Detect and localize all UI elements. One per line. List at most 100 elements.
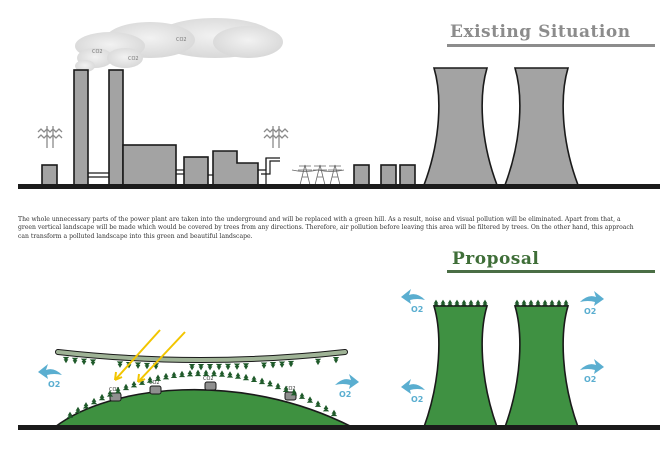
tree — [117, 361, 123, 367]
shed-1 — [354, 165, 369, 185]
tree — [482, 300, 488, 306]
ground-line-existing — [18, 184, 660, 189]
tree — [556, 300, 562, 306]
cooling-tower-2 — [505, 68, 578, 185]
title-existing-situation: Existing Situation — [450, 22, 631, 42]
oxygen-arrow: O2 — [401, 289, 425, 314]
small-building — [42, 165, 57, 185]
factory-buildings — [42, 68, 578, 185]
tree — [549, 300, 555, 306]
shed-2 — [381, 165, 396, 185]
noise-waves-right — [264, 126, 288, 148]
green-tower-2 — [505, 306, 578, 427]
oxygen-arrow: O2 — [580, 359, 604, 384]
tree — [187, 370, 193, 376]
stepped-building — [213, 151, 258, 185]
tree — [243, 374, 249, 380]
proposal-scene: CO2 CO2 CO2 CO2 O2O — [18, 289, 660, 430]
tree — [267, 380, 273, 386]
tree — [179, 371, 185, 377]
tree — [270, 362, 276, 368]
tree — [83, 402, 89, 408]
tree — [288, 361, 294, 367]
tree — [528, 300, 534, 306]
tree — [227, 371, 233, 377]
tree — [123, 384, 129, 390]
tree — [323, 405, 329, 411]
tree — [72, 358, 78, 364]
o2-label: O2 — [584, 375, 596, 384]
tree — [447, 300, 453, 306]
smoke-cloud — [75, 18, 283, 72]
tree — [468, 300, 474, 306]
tree — [131, 381, 137, 387]
tree — [261, 362, 267, 368]
tree — [163, 373, 169, 379]
green-cooling-towers — [424, 306, 578, 427]
oxygen-arrow: O2 — [335, 374, 359, 399]
tree — [63, 357, 69, 363]
tree — [454, 300, 460, 306]
transmission-pylons — [292, 165, 344, 185]
shed-3 — [400, 165, 415, 185]
o2-label: O2 — [48, 380, 60, 389]
tree — [91, 398, 97, 404]
tree — [203, 370, 209, 376]
green-tower-1 — [424, 306, 497, 427]
tree — [251, 376, 257, 382]
tree — [275, 383, 281, 389]
oxygen-arrow: O2 — [401, 379, 425, 404]
tree — [81, 359, 87, 365]
oxygen-arrow: O2 — [38, 364, 62, 389]
green-hill — [55, 390, 352, 427]
oxygen-arrow: O2 — [580, 291, 604, 316]
title-proposal: Proposal — [452, 249, 539, 269]
chimney-right — [109, 70, 123, 185]
cloud-co2-label-2: CO2 — [92, 49, 103, 55]
tree — [171, 372, 177, 378]
tree — [144, 363, 150, 369]
noise-waves-left — [38, 126, 62, 148]
o2-label: O2 — [411, 395, 423, 404]
tree — [90, 359, 96, 365]
o2-label: O2 — [339, 390, 351, 399]
tree — [331, 410, 337, 416]
tree — [333, 357, 339, 363]
title-underline-existing — [447, 44, 655, 47]
title-underline-proposal — [447, 270, 655, 273]
tree — [315, 401, 321, 407]
tree — [299, 392, 305, 398]
tree — [155, 374, 161, 380]
tree — [440, 300, 446, 306]
tree — [235, 372, 241, 378]
tree — [234, 364, 240, 370]
tree — [279, 361, 285, 367]
tree — [243, 363, 249, 369]
cloud-co2-label-1: CO2 — [176, 37, 187, 43]
tree — [542, 300, 548, 306]
tree — [216, 364, 222, 370]
tree — [475, 300, 481, 306]
tree — [461, 300, 467, 306]
tree — [535, 300, 541, 306]
ground-line-proposal — [18, 425, 660, 430]
tree — [521, 300, 527, 306]
description-paragraph: The whole unnecessary parts of the power… — [18, 216, 640, 241]
tree — [219, 370, 225, 376]
tree — [198, 364, 204, 370]
tree — [307, 396, 313, 402]
tree — [135, 362, 141, 368]
cooling-tower-1 — [424, 68, 497, 185]
tree — [514, 300, 520, 306]
tree — [207, 364, 213, 370]
tree — [315, 359, 321, 365]
hill-co2-label-3: CO2 — [203, 376, 214, 382]
o2-label: O2 — [584, 307, 596, 316]
tree — [433, 300, 439, 306]
chimney-left — [74, 70, 88, 185]
tree — [195, 370, 201, 376]
tree — [75, 407, 81, 413]
tree — [99, 394, 105, 400]
cloud-co2-label-3: CO2 — [128, 56, 139, 62]
